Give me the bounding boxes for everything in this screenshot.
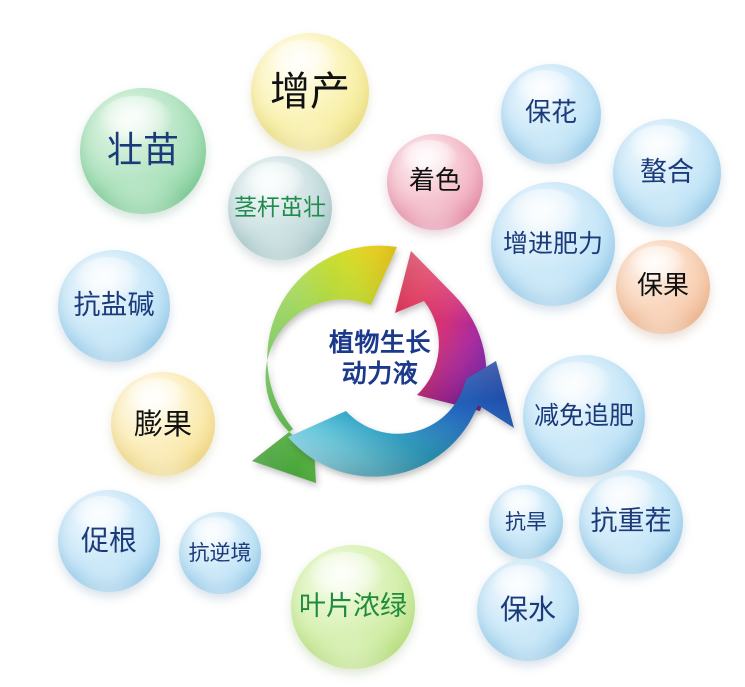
bubble-label: 减免追肥 <box>533 400 634 430</box>
bubble-label: 膨果 <box>133 406 192 441</box>
bubble-pengguo[interactable]: 膨果 <box>111 372 215 476</box>
center-title: 植物生长 动力液 <box>290 328 470 389</box>
bubble-label: 增产 <box>270 69 350 115</box>
blue-arrow <box>288 361 514 477</box>
bubble-kangzhongcha[interactable]: 抗重茬 <box>579 470 683 574</box>
bubble-zhuose[interactable]: 着色 <box>387 134 483 230</box>
bubble-label: 茎杆茁壮 <box>234 194 326 221</box>
bubble-aohe[interactable]: 螯合 <box>613 119 721 227</box>
bubble-zengchan[interactable]: 增产 <box>251 33 369 151</box>
bubble-zengjinfeili[interactable]: 增进肥力 <box>491 182 615 306</box>
cycle-arrow-diagram <box>228 215 528 515</box>
bubble-label: 叶片浓绿 <box>299 590 407 622</box>
bubble-label: 抗逆境 <box>188 540 252 565</box>
bubble-baoguo[interactable]: 保果 <box>616 240 710 334</box>
bubble-kanghan[interactable]: 抗旱 <box>489 485 563 559</box>
bubble-label: 抗盐碱 <box>73 289 155 321</box>
red-arrow <box>395 251 487 411</box>
bubble-yepiannonglv[interactable]: 叶片浓绿 <box>291 545 415 669</box>
bubble-label: 增进肥力 <box>502 228 603 258</box>
bubble-label: 壮苗 <box>106 130 179 172</box>
bubble-kangyanjian[interactable]: 抗盐碱 <box>58 250 170 362</box>
bubble-baoshui[interactable]: 保水 <box>477 559 579 661</box>
center-title-line1: 植物生长 <box>328 328 431 357</box>
bubble-baohua[interactable]: 保花 <box>501 64 601 164</box>
center-title-line2: 动力液 <box>341 358 419 388</box>
bubble-label: 着色 <box>408 166 461 197</box>
bubble-cugen[interactable]: 促根 <box>58 490 160 592</box>
bubble-label: 抗重茬 <box>590 505 672 537</box>
bubble-zhuangmiao[interactable]: 壮苗 <box>80 88 206 214</box>
bubble-kangnijing[interactable]: 抗逆境 <box>179 512 261 594</box>
bubble-label: 保花 <box>524 98 577 129</box>
bubble-label: 螯合 <box>640 156 694 188</box>
bubble-label: 促根 <box>80 524 137 558</box>
bubble-jianmianzhuifei[interactable]: 减免追肥 <box>523 355 645 477</box>
bubble-label: 保水 <box>499 593 556 627</box>
bubble-label: 保果 <box>636 271 689 302</box>
bubble-label: 抗旱 <box>505 509 547 534</box>
green-arrow <box>252 245 397 483</box>
bubble-jingganzhuang[interactable]: 茎杆茁壮 <box>228 156 332 260</box>
